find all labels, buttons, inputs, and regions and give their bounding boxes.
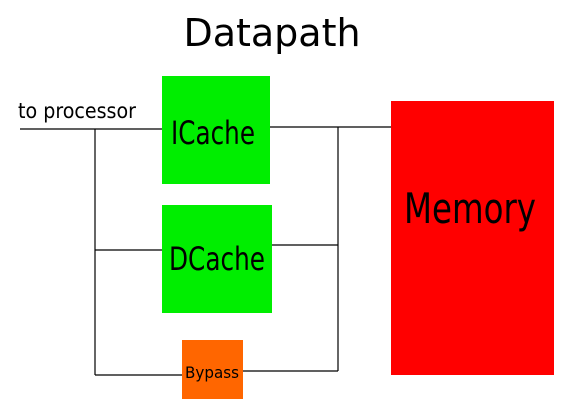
- dcache-label: DCache: [169, 240, 265, 278]
- icache-label: ICache: [171, 114, 255, 152]
- icache-block: [162, 76, 270, 184]
- memory-block: [391, 101, 554, 375]
- diagram-title: Datapath: [183, 11, 360, 55]
- processor-label: to processor: [18, 99, 136, 123]
- bypass-label: Bypass: [185, 363, 239, 382]
- wires: [20, 126, 392, 376]
- bypass-block: [182, 340, 243, 399]
- memory-label: Memory: [404, 184, 536, 233]
- dcache-block: [162, 205, 272, 313]
